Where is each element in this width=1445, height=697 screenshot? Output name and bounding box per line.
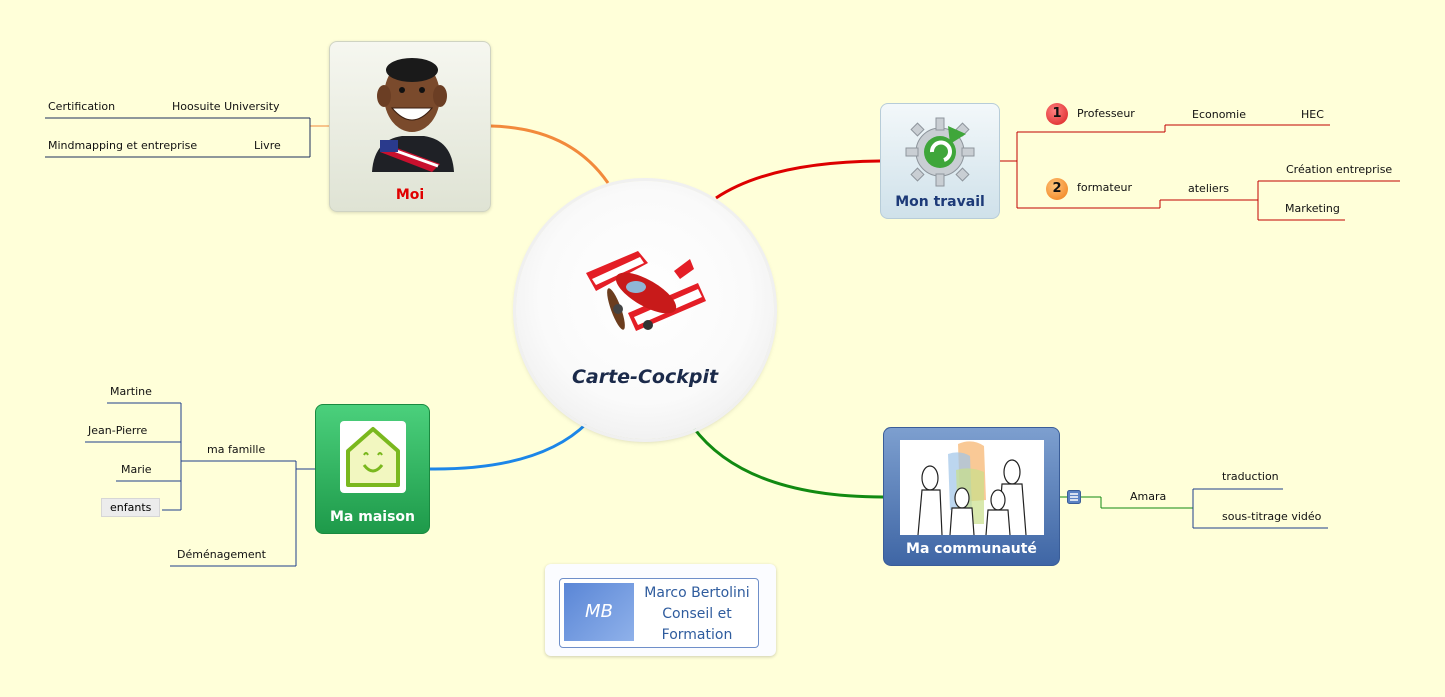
topic-mon-travail-title: Mon travail xyxy=(895,194,985,210)
topic-ma-maison-title: Ma maison xyxy=(329,509,415,525)
logo-initials: MB xyxy=(585,601,613,622)
topic-ma-maison[interactable]: Ma maison xyxy=(315,404,430,534)
central-topic[interactable]: Carte-Cockpit xyxy=(516,181,774,439)
maison-connectors xyxy=(85,402,315,567)
branch-travail xyxy=(715,159,881,200)
smiling-house-icon xyxy=(340,421,406,493)
logo-card: MB Marco Bertolini Conseil et Formation xyxy=(545,564,776,656)
logo-text: Marco Bertolini Conseil et Formation xyxy=(638,583,756,646)
communaute-item-amara[interactable]: Amara xyxy=(1130,490,1167,503)
maison-member-jean-pierre[interactable]: Jean-Pierre xyxy=(88,424,148,437)
logo-frame: MB Marco Bertolini Conseil et Formation xyxy=(559,578,759,648)
moi-item-certification[interactable]: Certification xyxy=(48,100,116,113)
branch-communaute xyxy=(691,426,884,499)
priority-1-icon: 1 xyxy=(1046,103,1068,125)
moi-item-mindmapping[interactable]: Mindmapping et entreprise xyxy=(48,139,198,152)
topic-ma-communaute[interactable]: Ma communauté xyxy=(883,427,1060,566)
logo-line-3: Formation xyxy=(661,627,733,643)
cartoon-portrait-icon xyxy=(372,58,454,172)
moi-item-hoosuite[interactable]: Hoosuite University xyxy=(172,100,280,113)
travail-item-hec[interactable]: HEC xyxy=(1301,108,1324,121)
travail-connectors xyxy=(1000,124,1400,221)
travail-item-formateur[interactable]: formateur xyxy=(1077,181,1132,194)
logo-line-2: Conseil et xyxy=(662,606,732,622)
topic-moi-title: Moi xyxy=(395,187,425,203)
note-icon[interactable] xyxy=(1067,490,1081,504)
topic-moi[interactable]: Moi xyxy=(329,41,491,212)
maison-item-demenagement[interactable]: Déménagement xyxy=(177,548,266,561)
people-sketch-icon xyxy=(900,440,1044,535)
maison-item-famille[interactable]: ma famille xyxy=(207,443,266,456)
maison-member-marie[interactable]: Marie xyxy=(121,463,152,476)
logo-line-1: Marco Bertolini xyxy=(644,585,750,601)
branch-moi xyxy=(490,124,610,184)
communaute-item-traduction[interactable]: traduction xyxy=(1222,470,1279,483)
travail-item-creation-entreprise[interactable]: Création entreprise xyxy=(1286,163,1393,176)
communaute-item-sous-titrage[interactable]: sous-titrage vidéo xyxy=(1222,510,1322,523)
maison-member-enfants[interactable]: enfants xyxy=(101,498,161,517)
maison-member-martine[interactable]: Martine xyxy=(110,385,152,398)
topic-mon-travail[interactable]: Mon travail xyxy=(880,103,1000,219)
topic-ma-communaute-title: Ma communauté xyxy=(906,541,1037,557)
moi-connectors xyxy=(45,117,329,158)
gear-refresh-icon xyxy=(905,117,975,187)
moi-item-livre[interactable]: Livre xyxy=(254,139,281,152)
priority-2-icon: 2 xyxy=(1046,178,1068,200)
biplane-icon xyxy=(586,251,706,331)
communaute-connectors xyxy=(1060,496,1193,509)
logo-mark: MB xyxy=(564,583,634,641)
branch-maison xyxy=(429,421,589,471)
central-title: Carte-Cockpit xyxy=(571,366,719,388)
travail-item-professeur[interactable]: Professeur xyxy=(1077,107,1135,120)
travail-item-marketing[interactable]: Marketing xyxy=(1285,202,1340,215)
travail-item-ateliers[interactable]: ateliers xyxy=(1188,182,1229,195)
travail-item-economie[interactable]: Economie xyxy=(1192,108,1246,121)
